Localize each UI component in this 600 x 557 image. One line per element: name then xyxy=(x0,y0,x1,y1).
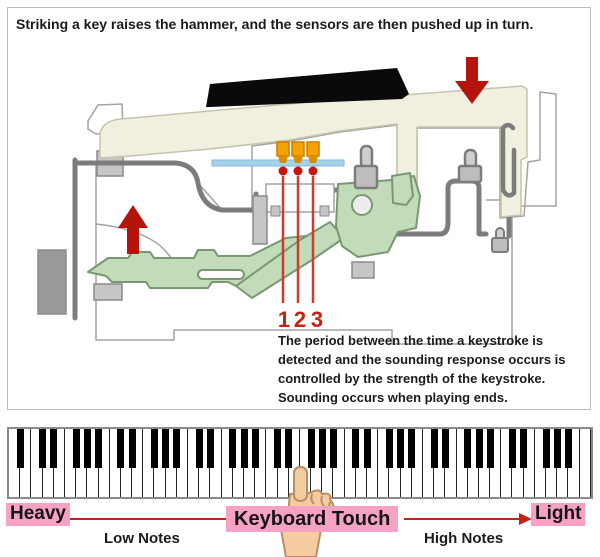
sensor-contacts xyxy=(278,166,318,176)
sensor-number-labels: 1 2 3 xyxy=(278,307,323,332)
sensor-callout-lines xyxy=(281,176,315,303)
black-key[interactable] xyxy=(386,429,393,468)
lever-slot xyxy=(197,269,245,280)
up-arrow-icon xyxy=(118,205,148,254)
black-key[interactable] xyxy=(173,429,181,468)
key-lever xyxy=(99,85,528,218)
pivot-pad xyxy=(351,261,375,279)
black-key[interactable] xyxy=(117,429,125,468)
black-key[interactable] xyxy=(83,429,91,468)
guide-pins xyxy=(353,144,509,253)
left-foot-pad xyxy=(37,249,67,315)
black-key[interactable] xyxy=(95,429,102,468)
action-levers xyxy=(87,172,421,299)
white-key[interactable] xyxy=(255,429,267,497)
black-key[interactable] xyxy=(553,429,561,468)
white-key[interactable] xyxy=(210,429,222,497)
low-notes-label: Low Notes xyxy=(104,530,180,547)
black-key[interactable] xyxy=(128,429,136,468)
sensor-number-3: 3 xyxy=(311,307,323,332)
black-key[interactable] xyxy=(520,429,528,468)
high-notes-label: High Notes xyxy=(424,530,504,547)
pivot-hub xyxy=(351,194,373,216)
white-key[interactable] xyxy=(523,429,535,497)
white-key[interactable] xyxy=(367,429,379,497)
black-key[interactable] xyxy=(442,429,449,468)
black-key[interactable] xyxy=(307,429,315,468)
black-key[interactable] xyxy=(330,429,338,468)
black-key[interactable] xyxy=(240,429,248,468)
black-key[interactable] xyxy=(195,429,203,468)
diagram-caption: The period between the time a keystroke … xyxy=(278,333,566,405)
white-key[interactable] xyxy=(568,429,580,497)
sensor-number-2: 2 xyxy=(294,307,306,332)
black-key[interactable] xyxy=(16,429,24,468)
black-key[interactable] xyxy=(363,429,371,468)
black-key[interactable] xyxy=(285,429,293,468)
white-key[interactable] xyxy=(98,429,110,497)
pivot-ear xyxy=(391,172,414,206)
black-key[interactable] xyxy=(486,429,494,468)
sensor-mount xyxy=(252,183,335,245)
sensor-number-1: 1 xyxy=(278,307,290,332)
black-key[interactable] xyxy=(229,429,237,468)
white-key[interactable] xyxy=(20,429,32,497)
black-key[interactable] xyxy=(251,429,259,468)
white-key[interactable] xyxy=(445,429,457,497)
white-key[interactable] xyxy=(411,429,423,497)
piano-keyboard xyxy=(7,427,593,499)
sensors xyxy=(276,141,320,163)
heavy-label: Heavy xyxy=(6,503,70,526)
black-key[interactable] xyxy=(274,429,282,468)
black-key[interactable] xyxy=(206,429,214,468)
white-key[interactable] xyxy=(333,429,345,497)
white-key[interactable] xyxy=(579,429,591,497)
black-key[interactable] xyxy=(475,429,483,468)
white-key[interactable] xyxy=(490,429,502,497)
black-key[interactable] xyxy=(151,429,158,468)
diagram-title: Striking a key raises the hammer, and th… xyxy=(16,16,534,32)
hammer-weight xyxy=(206,68,409,107)
white-key[interactable] xyxy=(176,429,188,497)
black-key[interactable] xyxy=(39,429,47,468)
hand-finger xyxy=(293,466,308,502)
black-key[interactable] xyxy=(509,429,517,468)
keyboard-touch-label: Keyboard Touch xyxy=(226,506,399,532)
black-key[interactable] xyxy=(542,429,550,468)
hook-spring xyxy=(500,122,517,198)
black-key[interactable] xyxy=(464,429,472,468)
black-key[interactable] xyxy=(318,429,326,468)
black-key[interactable] xyxy=(430,429,438,468)
light-label: Light xyxy=(531,503,586,526)
black-key[interactable] xyxy=(72,429,80,468)
white-key[interactable] xyxy=(132,429,144,497)
key-action-diagram: 1 2 3 xyxy=(37,57,557,345)
motion-arrows xyxy=(118,57,489,254)
black-key[interactable] xyxy=(408,429,416,468)
lower-pad xyxy=(93,283,123,301)
down-arrow-icon xyxy=(455,57,489,104)
white-key[interactable] xyxy=(53,429,65,497)
black-key[interactable] xyxy=(50,429,58,468)
black-key[interactable] xyxy=(162,429,170,468)
black-key[interactable] xyxy=(352,429,360,468)
black-key[interactable] xyxy=(397,429,405,468)
black-key[interactable] xyxy=(565,429,573,468)
sensor-assembly: 1 2 3 xyxy=(211,141,345,332)
white-key[interactable] xyxy=(288,429,300,497)
circuit-board xyxy=(211,159,345,167)
